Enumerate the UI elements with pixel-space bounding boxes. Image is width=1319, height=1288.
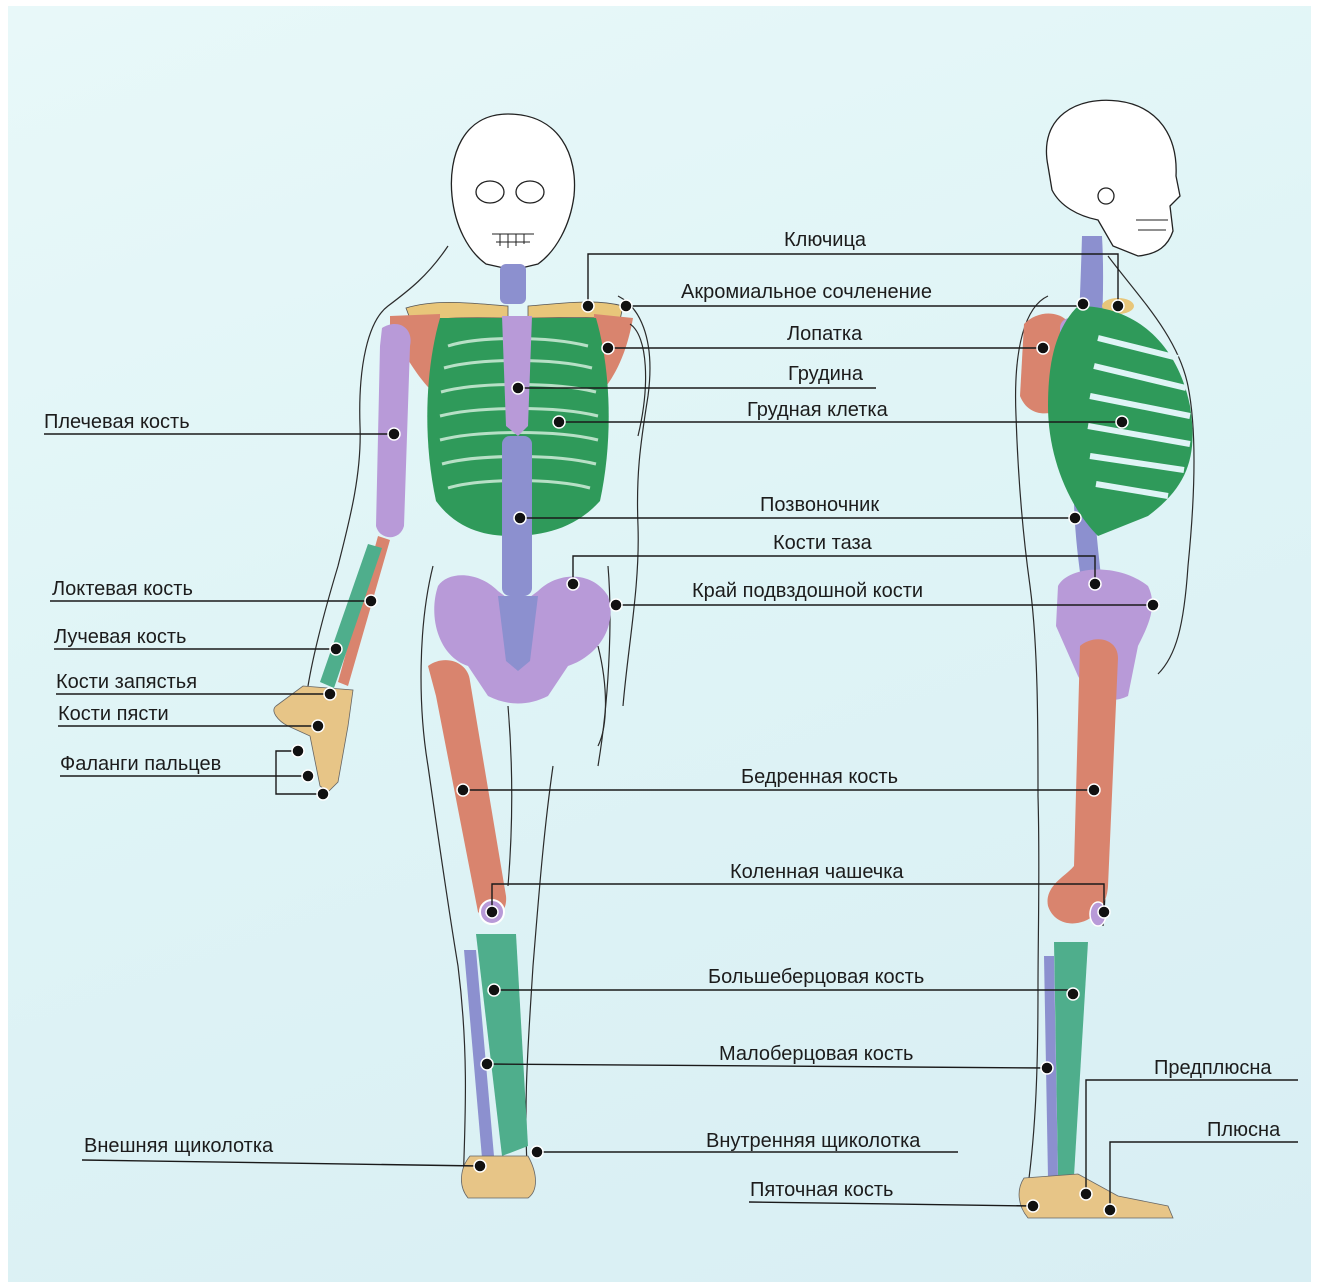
side-tibia — [1054, 942, 1088, 1176]
label-kosti-zapyastya: Кости запястья — [56, 671, 197, 693]
marker-dot — [1116, 416, 1128, 428]
marker-dot — [620, 300, 632, 312]
label-plechevaya: Плечевая кость — [44, 411, 190, 433]
marker-dot — [312, 720, 324, 732]
label-kosti-pyasti: Кости пясти — [58, 703, 169, 725]
front-left-foot — [461, 1156, 535, 1198]
marker-dot — [1027, 1200, 1039, 1212]
marker-dot — [1067, 988, 1079, 1000]
marker-dot — [1147, 599, 1159, 611]
marker-dot — [602, 342, 614, 354]
label-pozvonochnik: Позвоночник — [760, 494, 879, 516]
marker-dot — [1089, 578, 1101, 590]
label-plyusna: Плюсна — [1207, 1119, 1281, 1141]
marker-dot — [474, 1160, 486, 1172]
marker-dot — [1088, 784, 1100, 796]
label-krai-podvzdoshnoi: Край подвздошной кости — [692, 580, 923, 602]
marker-dot — [1077, 298, 1089, 310]
leader-line — [492, 884, 1104, 912]
leader-line — [749, 1202, 1033, 1206]
side-foot — [1019, 1174, 1173, 1218]
marker-dot — [481, 1058, 493, 1070]
marker-dot — [324, 688, 336, 700]
marker-dot — [1104, 1204, 1116, 1216]
marker-dot — [1080, 1188, 1092, 1200]
marker-dot — [317, 788, 329, 800]
marker-dot — [388, 428, 400, 440]
marker-dot — [531, 1146, 543, 1158]
label-kolennaya: Коленная чашечка — [730, 861, 904, 883]
leader-line — [82, 1160, 480, 1166]
front-skeleton — [274, 114, 650, 1198]
marker-dot — [1037, 342, 1049, 354]
label-grudina: Грудина — [788, 363, 864, 385]
label-klyuchitsa: Ключица — [784, 229, 867, 251]
marker-dot — [488, 984, 500, 996]
marker-dot — [1112, 300, 1124, 312]
marker-dot — [1041, 1062, 1053, 1074]
side-skull — [1046, 100, 1180, 256]
marker-dot — [1069, 512, 1081, 524]
marker-dot — [330, 643, 342, 655]
marker-dot — [514, 512, 526, 524]
front-right-arm-outline — [630, 324, 646, 436]
marker-dot — [512, 382, 524, 394]
front-cervical-spine — [500, 264, 526, 304]
skeleton-diagram: Ключица Акромиальное сочленение Лопатка … — [8, 6, 1311, 1282]
label-luchevaya: Лучевая кость — [54, 626, 186, 648]
side-skeleton — [1016, 100, 1195, 1218]
marker-dot — [302, 770, 314, 782]
label-loktevaya: Локтевая кость — [52, 578, 193, 600]
diagram-page: Ключица Акромиальное сочленение Лопатка … — [8, 6, 1311, 1282]
label-grudnaya-kletka: Грудная клетка — [747, 399, 889, 421]
label-lopatka: Лопатка — [787, 323, 863, 345]
label-vneshnyaya-shchik: Внешняя щиколотка — [84, 1135, 274, 1157]
label-kosti-taza: Кости таза — [773, 532, 873, 554]
front-sternum — [502, 316, 532, 436]
label-akromialnoe: Акромиальное сочленение — [681, 281, 932, 303]
label-bolsheberts: Большеберцовая кость — [708, 966, 924, 988]
marker-dot — [292, 745, 304, 757]
side-femur — [1048, 639, 1118, 923]
marker-dot — [582, 300, 594, 312]
label-maloberts: Малоберцовая кость — [719, 1043, 913, 1065]
label-predplyusna: Предплюсна — [1154, 1057, 1272, 1079]
front-skull — [451, 114, 574, 270]
marker-dot — [553, 416, 565, 428]
label-bedrennaya: Бедренная кость — [741, 766, 898, 788]
marker-dot — [1098, 906, 1110, 918]
label-vnutrennyaya-shchik: Внутренняя щиколотка — [706, 1130, 921, 1152]
front-right-leg-outline — [598, 646, 606, 746]
label-falangi: Фаланги пальцев — [60, 753, 221, 775]
label-pyatochnaya: Пяточная кость — [750, 1179, 893, 1201]
marker-dot — [610, 599, 622, 611]
marker-dot — [567, 578, 579, 590]
marker-dot — [486, 906, 498, 918]
marker-dot — [365, 595, 377, 607]
marker-dot — [457, 784, 469, 796]
